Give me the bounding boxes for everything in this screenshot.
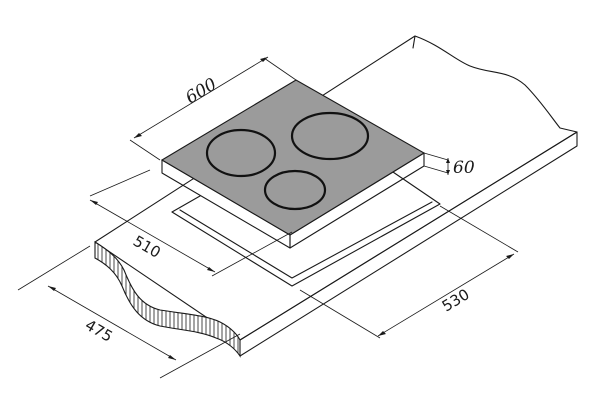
dimension-depth-label: 510 [130, 232, 164, 262]
dimension-countertop-depth: 475 [17, 245, 241, 379]
dimension-width-label: 600 [182, 74, 220, 108]
cooking-zone-rear-left [205, 128, 277, 178]
countertop-top-surface [94, 35, 578, 341]
countertop-front-face [239, 131, 578, 357]
cutout-opening [171, 169, 441, 287]
dimension-height: 60 [423, 152, 475, 178]
hob [160, 79, 426, 249]
cooking-zone-front [263, 169, 327, 211]
dimension-height-label: 60 [453, 158, 475, 178]
dimension-countertop-depth-label: 475 [82, 316, 116, 346]
countertop [94, 35, 578, 358]
dimension-cutout-width: 530 [299, 205, 519, 339]
cooking-zone-rear-right [290, 111, 370, 161]
hob-glass-top [160, 79, 426, 236]
countertop-cut-edge [94, 241, 241, 358]
countertop-back-edge [412, 35, 416, 49]
cutout [171, 169, 441, 287]
dimension-cutout-width-label: 530 [439, 285, 473, 315]
